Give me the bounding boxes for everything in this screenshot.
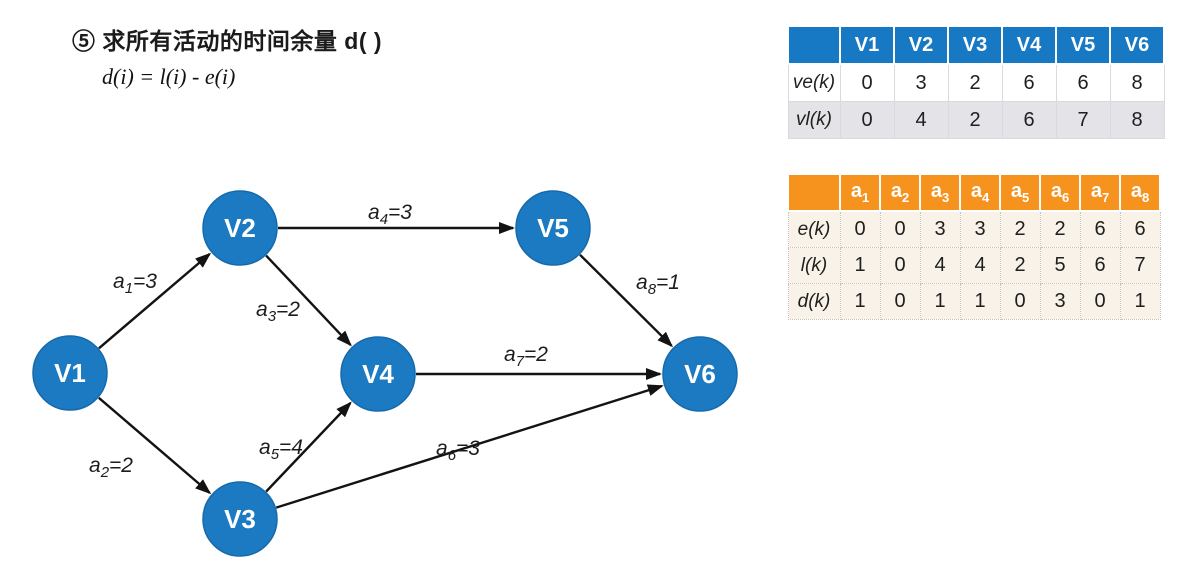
- node-label-V3: V3: [224, 504, 256, 534]
- activity-cell: 2: [999, 247, 1041, 284]
- activity-col-header-6: a6: [1039, 173, 1081, 212]
- activity-cell: 0: [1079, 283, 1121, 320]
- activity-cell: 1: [839, 247, 881, 284]
- activity-col-header-2: a2: [879, 173, 921, 212]
- activity-cell: 1: [919, 283, 961, 320]
- vertex-cell: 2: [947, 101, 1003, 139]
- vertex-col-header-4: V4: [1001, 25, 1057, 65]
- vertex-cell: 0: [839, 101, 895, 139]
- edge-label-a7: a7=2: [504, 343, 548, 370]
- node-label-V2: V2: [224, 213, 256, 243]
- activity-cell: 3: [959, 210, 1001, 248]
- activity-cell: 1: [839, 283, 881, 320]
- activity-cell: 6: [1079, 247, 1121, 284]
- vertex-col-header-1: V1: [839, 25, 895, 65]
- activity-cell: 3: [1039, 283, 1081, 320]
- activity-col-header-7: a7: [1079, 173, 1121, 212]
- node-V5: [515, 190, 591, 266]
- edge-label-a5: a5=4: [259, 436, 303, 463]
- edge-label-a4: a4=3: [368, 201, 412, 228]
- vertex-col-header-5: V5: [1055, 25, 1111, 65]
- vertex-cell: 6: [1055, 63, 1111, 102]
- activity-col-header-3: a3: [919, 173, 961, 212]
- activity-corner-cell: [787, 173, 841, 212]
- node-V1: [32, 335, 108, 411]
- activity-col-header-4: a4: [959, 173, 1001, 212]
- node-label-V6: V6: [684, 359, 716, 389]
- vertex-cell: 2: [947, 63, 1003, 102]
- vertex-cell: 4: [893, 101, 949, 139]
- edge-a3: [265, 254, 352, 347]
- vertex-col-header-2: V2: [893, 25, 949, 65]
- edge-label-a1: a1=3: [113, 270, 157, 297]
- node-V4: [340, 336, 416, 412]
- activity-cell: 1: [1119, 283, 1161, 320]
- edge-a2: [98, 396, 212, 495]
- page-title: ⑤ 求所有活动的时间余量 d( ): [72, 28, 383, 54]
- activity-col-header-8: a8: [1119, 173, 1161, 212]
- activity-cell: 0: [879, 247, 921, 284]
- edge-label-a2: a2=2: [89, 454, 133, 481]
- node-label-V4: V4: [362, 359, 394, 389]
- vertex-col-header-6: V6: [1109, 25, 1165, 65]
- vertex-row-label: ve(k): [787, 63, 841, 102]
- node-label-V5: V5: [537, 213, 569, 243]
- activity-cell: 6: [1119, 210, 1161, 248]
- edge-label-a6: a6=3: [436, 437, 480, 464]
- activity-row-label: l(k): [787, 247, 841, 284]
- activity-cell: 2: [999, 210, 1041, 248]
- activity-cell: 0: [839, 210, 881, 248]
- vertex-col-header-3: V3: [947, 25, 1003, 65]
- activity-row-label: d(k): [787, 283, 841, 320]
- vertex-row-label: vl(k): [787, 101, 841, 139]
- activity-cell: 3: [919, 210, 961, 248]
- edge-a1: [98, 252, 212, 350]
- activity-cell: 6: [1079, 210, 1121, 248]
- edge-label-a8: a8=1: [636, 271, 680, 298]
- vertex-cell: 6: [1001, 63, 1057, 102]
- activity-col-header-1: a1: [839, 173, 881, 212]
- activity-cell: 2: [1039, 210, 1081, 248]
- vertex-cell: 8: [1109, 63, 1165, 102]
- activity-cell: 0: [999, 283, 1041, 320]
- vertex-cell: 3: [893, 63, 949, 102]
- activity-cell: 5: [1039, 247, 1081, 284]
- activity-cell: 0: [879, 210, 921, 248]
- vertex-cell: 6: [1001, 101, 1057, 139]
- node-label-V1: V1: [54, 358, 86, 388]
- activity-row-label: e(k): [787, 210, 841, 248]
- node-V2: [202, 190, 278, 266]
- node-V6: [662, 336, 738, 412]
- activity-cell: 7: [1119, 247, 1161, 284]
- activity-cell: 1: [959, 283, 1001, 320]
- edge-a5: [265, 401, 352, 493]
- vertex-cell: 7: [1055, 101, 1111, 139]
- activity-cell: 0: [879, 283, 921, 320]
- activity-col-header-5: a5: [999, 173, 1041, 212]
- edge-label-a3: a3=2: [256, 298, 300, 325]
- node-V3: [202, 481, 278, 557]
- edge-a6: [275, 384, 664, 509]
- edge-a8: [579, 253, 674, 348]
- activity-cell: 4: [959, 247, 1001, 284]
- vertex-cell: 0: [839, 63, 895, 102]
- vertex-cell: 8: [1109, 101, 1165, 139]
- activity-cell: 4: [919, 247, 961, 284]
- slack-formula: d(i) = l(i) - e(i): [102, 64, 236, 89]
- vertex-corner-cell: [787, 25, 841, 65]
